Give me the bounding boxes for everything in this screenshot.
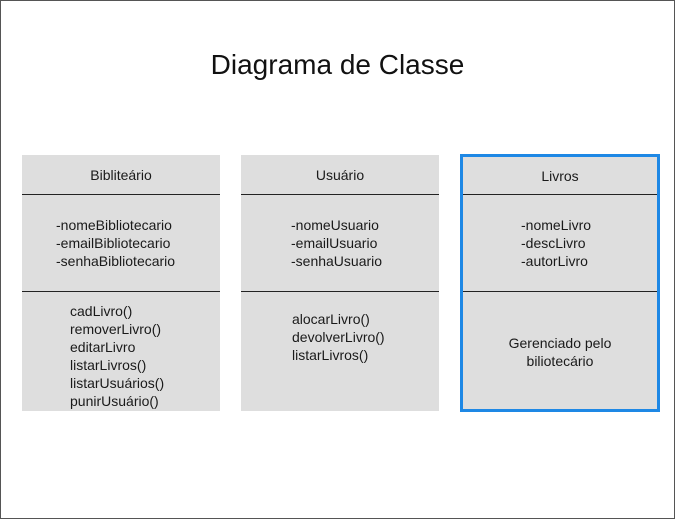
- method-item: punirUsuário(): [70, 393, 159, 409]
- class-methods-section: Gerenciado pelo biliotecário: [463, 292, 657, 409]
- class-name: Livros: [541, 167, 579, 184]
- class-note: Gerenciado pelo biliotecário: [463, 334, 657, 370]
- attribute-item: -senhaUsuario: [291, 253, 383, 269]
- class-name-section: Bibliteário: [22, 155, 220, 195]
- attribute-item: -descLivro: [521, 235, 586, 251]
- method-item: alocarLivro(): [292, 311, 370, 327]
- class-methods-section: cadLivro() removerLivro() editarLivro li…: [22, 292, 220, 411]
- class-attributes-section: -nomeBibliotecario -emailBibliotecario -…: [22, 195, 220, 292]
- class-box-bibliotecario[interactable]: Bibliteário -nomeBibliotecario -emailBib…: [22, 155, 220, 411]
- class-name: Usuário: [315, 166, 365, 183]
- method-list: alocarLivro() devolverLivro() listarLivr…: [292, 310, 385, 364]
- method-item: listarUsuários(): [70, 375, 165, 391]
- diagram-title: Diagrama de Classe: [210, 49, 465, 80]
- attribute-item: -nomeUsuario: [291, 217, 379, 233]
- attribute-item: -autorLivro: [521, 253, 588, 269]
- attribute-item: -nomeLivro: [521, 217, 592, 233]
- class-name: Bibliteário: [90, 166, 152, 183]
- method-item: devolverLivro(): [292, 329, 385, 345]
- class-attributes-section: -nomeLivro -descLivro -autorLivro: [463, 195, 657, 292]
- class-name-section: Livros: [463, 157, 657, 195]
- class-name-section: Usuário: [241, 155, 439, 195]
- class-attributes-section: -nomeUsuario -emailUsuario -senhaUsuario: [241, 195, 439, 292]
- note-line: Gerenciado pelo: [508, 335, 612, 351]
- attribute-item: -senhaBibliotecario: [56, 253, 176, 269]
- attribute-list: -nomeUsuario -emailUsuario -senhaUsuario: [291, 216, 382, 270]
- method-item: listarLivros(): [70, 357, 147, 373]
- method-item: cadLivro(): [70, 303, 133, 319]
- attribute-item: -emailBibliotecario: [56, 235, 171, 251]
- attribute-list: -nomeLivro -descLivro -autorLivro: [521, 216, 591, 270]
- attribute-item: -nomeBibliotecario: [56, 217, 172, 233]
- attribute-item: -emailUsuario: [291, 235, 378, 251]
- method-item: removerLivro(): [70, 321, 162, 337]
- method-item: listarLivros(): [292, 347, 369, 363]
- method-item: editarLivro: [70, 339, 136, 355]
- method-list: cadLivro() removerLivro() editarLivro li…: [70, 302, 164, 410]
- note-line: biliotecário: [526, 353, 594, 369]
- class-methods-section: alocarLivro() devolverLivro() listarLivr…: [241, 292, 439, 411]
- attribute-list: -nomeBibliotecario -emailBibliotecario -…: [56, 216, 175, 270]
- class-box-usuario[interactable]: Usuário -nomeUsuario -emailUsuario -senh…: [241, 155, 439, 411]
- class-box-livros[interactable]: Livros -nomeLivro -descLivro -autorLivro…: [460, 154, 660, 412]
